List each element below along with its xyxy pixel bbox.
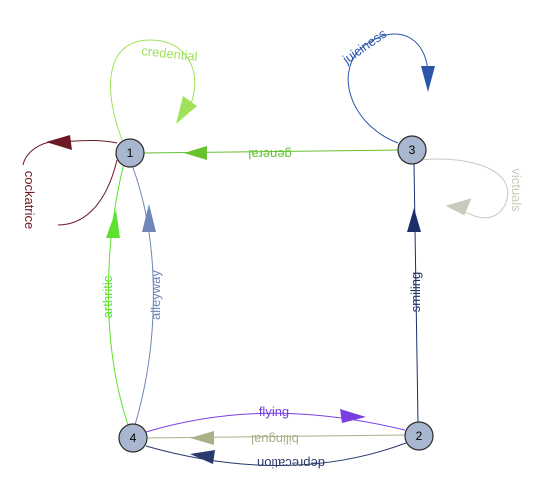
edge-label-bilingual: bilingual bbox=[251, 432, 299, 447]
edge-label-arthritic: arthritic bbox=[100, 275, 115, 318]
node-2[interactable]: 2 bbox=[404, 421, 434, 451]
edge-label-flying: flying bbox=[259, 404, 289, 419]
edge-label-alleyway: alleyway bbox=[148, 270, 163, 320]
edge-label-cockatrice: cockatrice bbox=[22, 171, 37, 230]
node-label-1: 1 bbox=[127, 146, 134, 160]
edge-alleyway: alleyway bbox=[131, 164, 163, 426]
edge-bilingual: bilingual bbox=[145, 431, 406, 447]
node-3[interactable]: 3 bbox=[397, 135, 427, 165]
edge-label-victuals: victuals bbox=[509, 168, 524, 212]
edge-label-juiciness: juiciness bbox=[339, 26, 390, 68]
node-label-3: 3 bbox=[409, 143, 416, 157]
edge-label-deprecation: deprecation bbox=[257, 456, 325, 471]
edge-victuals: victuals bbox=[419, 158, 524, 219]
edge-credential: credential bbox=[110, 39, 199, 141]
edge-deprecation: deprecation bbox=[145, 442, 407, 471]
node-1[interactable]: 1 bbox=[115, 138, 145, 168]
node-label-2: 2 bbox=[416, 429, 423, 443]
node-label-4: 4 bbox=[130, 431, 137, 445]
edge-label-credential: credential bbox=[141, 43, 199, 64]
node-4[interactable]: 4 bbox=[118, 423, 148, 453]
edge-general: general bbox=[143, 146, 399, 162]
edge-label-general: general bbox=[248, 147, 291, 162]
edge-flying: flying bbox=[145, 404, 406, 433]
edge-cockatrice: cockatrice bbox=[22, 135, 118, 230]
edge-smiling: smiling bbox=[407, 162, 423, 424]
edge-label-smiling: smiling bbox=[408, 272, 423, 312]
edge-arthritic: arthritic bbox=[100, 162, 129, 426]
edge-juiciness: juiciness bbox=[339, 26, 435, 144]
